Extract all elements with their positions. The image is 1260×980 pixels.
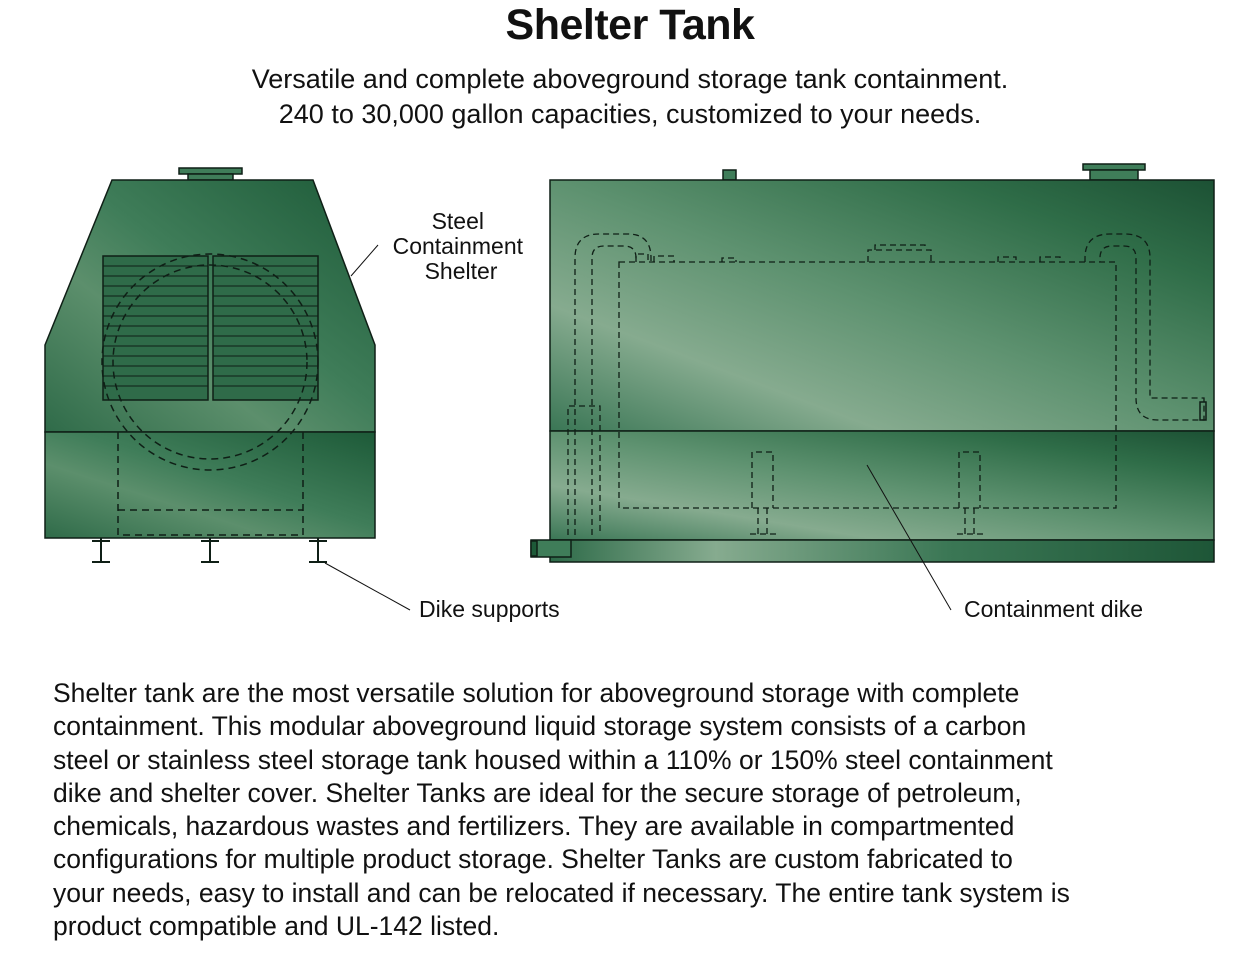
inner-tank-side-hidden <box>567 233 1205 535</box>
side-vent-cap <box>722 169 737 181</box>
description-line-7: your needs, easy to install and can be r… <box>53 877 1070 908</box>
callout-shelter-line-2: Containment <box>393 233 524 259</box>
page-title: Shelter Tank <box>505 1 755 49</box>
description-line-4: dike and shelter cover. Shelter Tanks ar… <box>53 777 1022 808</box>
description-line-5: chemicals, hazardous wastes and fertiliz… <box>53 811 1015 842</box>
outlet-pipe-end <box>1199 401 1207 421</box>
callout-shelter-line-3: Shelter <box>425 258 498 284</box>
shelter-cover-side <box>549 179 1215 432</box>
description-line-8: product compatible and UL-142 listed. <box>53 911 500 942</box>
subtitle: Versatile and complete aboveground stora… <box>0 62 1260 132</box>
description-line-3: steel or stainless steel storage tank ho… <box>53 744 1053 775</box>
subtitle-line-2: 240 to 30,000 gallon capacities, customi… <box>278 99 982 129</box>
subtitle-line-1: Versatile and complete aboveground stora… <box>251 64 1009 94</box>
description-line-6: configurations for multiple product stor… <box>53 844 1013 875</box>
shelter-tank-diagram: Steel Containment Shelter Dike supports … <box>44 163 1215 622</box>
dike-front <box>44 431 376 539</box>
louver-slats <box>103 265 318 387</box>
description-paragraph: Shelter tank are the most versatile solu… <box>53 677 1213 943</box>
side-top-neck <box>1089 169 1139 181</box>
louver-panel-right <box>212 255 319 401</box>
drain-valve-handle <box>530 540 538 557</box>
shelter-cover-front <box>44 179 376 433</box>
dike-base-rail <box>549 539 1215 563</box>
description-line-1: Shelter tank are the most versatile solu… <box>53 678 1020 708</box>
inner-tank-hidden <box>101 253 319 536</box>
side-top-flange <box>1082 163 1146 171</box>
side-view <box>530 163 1215 563</box>
front-top-neck <box>187 173 234 181</box>
leader-shelter <box>350 244 379 277</box>
front-view <box>44 167 376 563</box>
callout-leaders <box>324 244 952 611</box>
dike-support-legs <box>92 538 327 563</box>
leader-dike-supports <box>324 562 411 611</box>
dike-side <box>549 430 1215 541</box>
front-top-flange <box>178 167 243 175</box>
callout-shelter: Steel Containment Shelter <box>393 208 530 284</box>
callout-dike-supports: Dike supports <box>419 596 560 622</box>
description-line-2: containment. This modular aboveground li… <box>53 711 1027 742</box>
leader-containment-dike <box>866 464 952 611</box>
callout-shelter-line-1: Steel <box>432 208 484 234</box>
callout-containment-dike: Containment dike <box>964 596 1143 622</box>
